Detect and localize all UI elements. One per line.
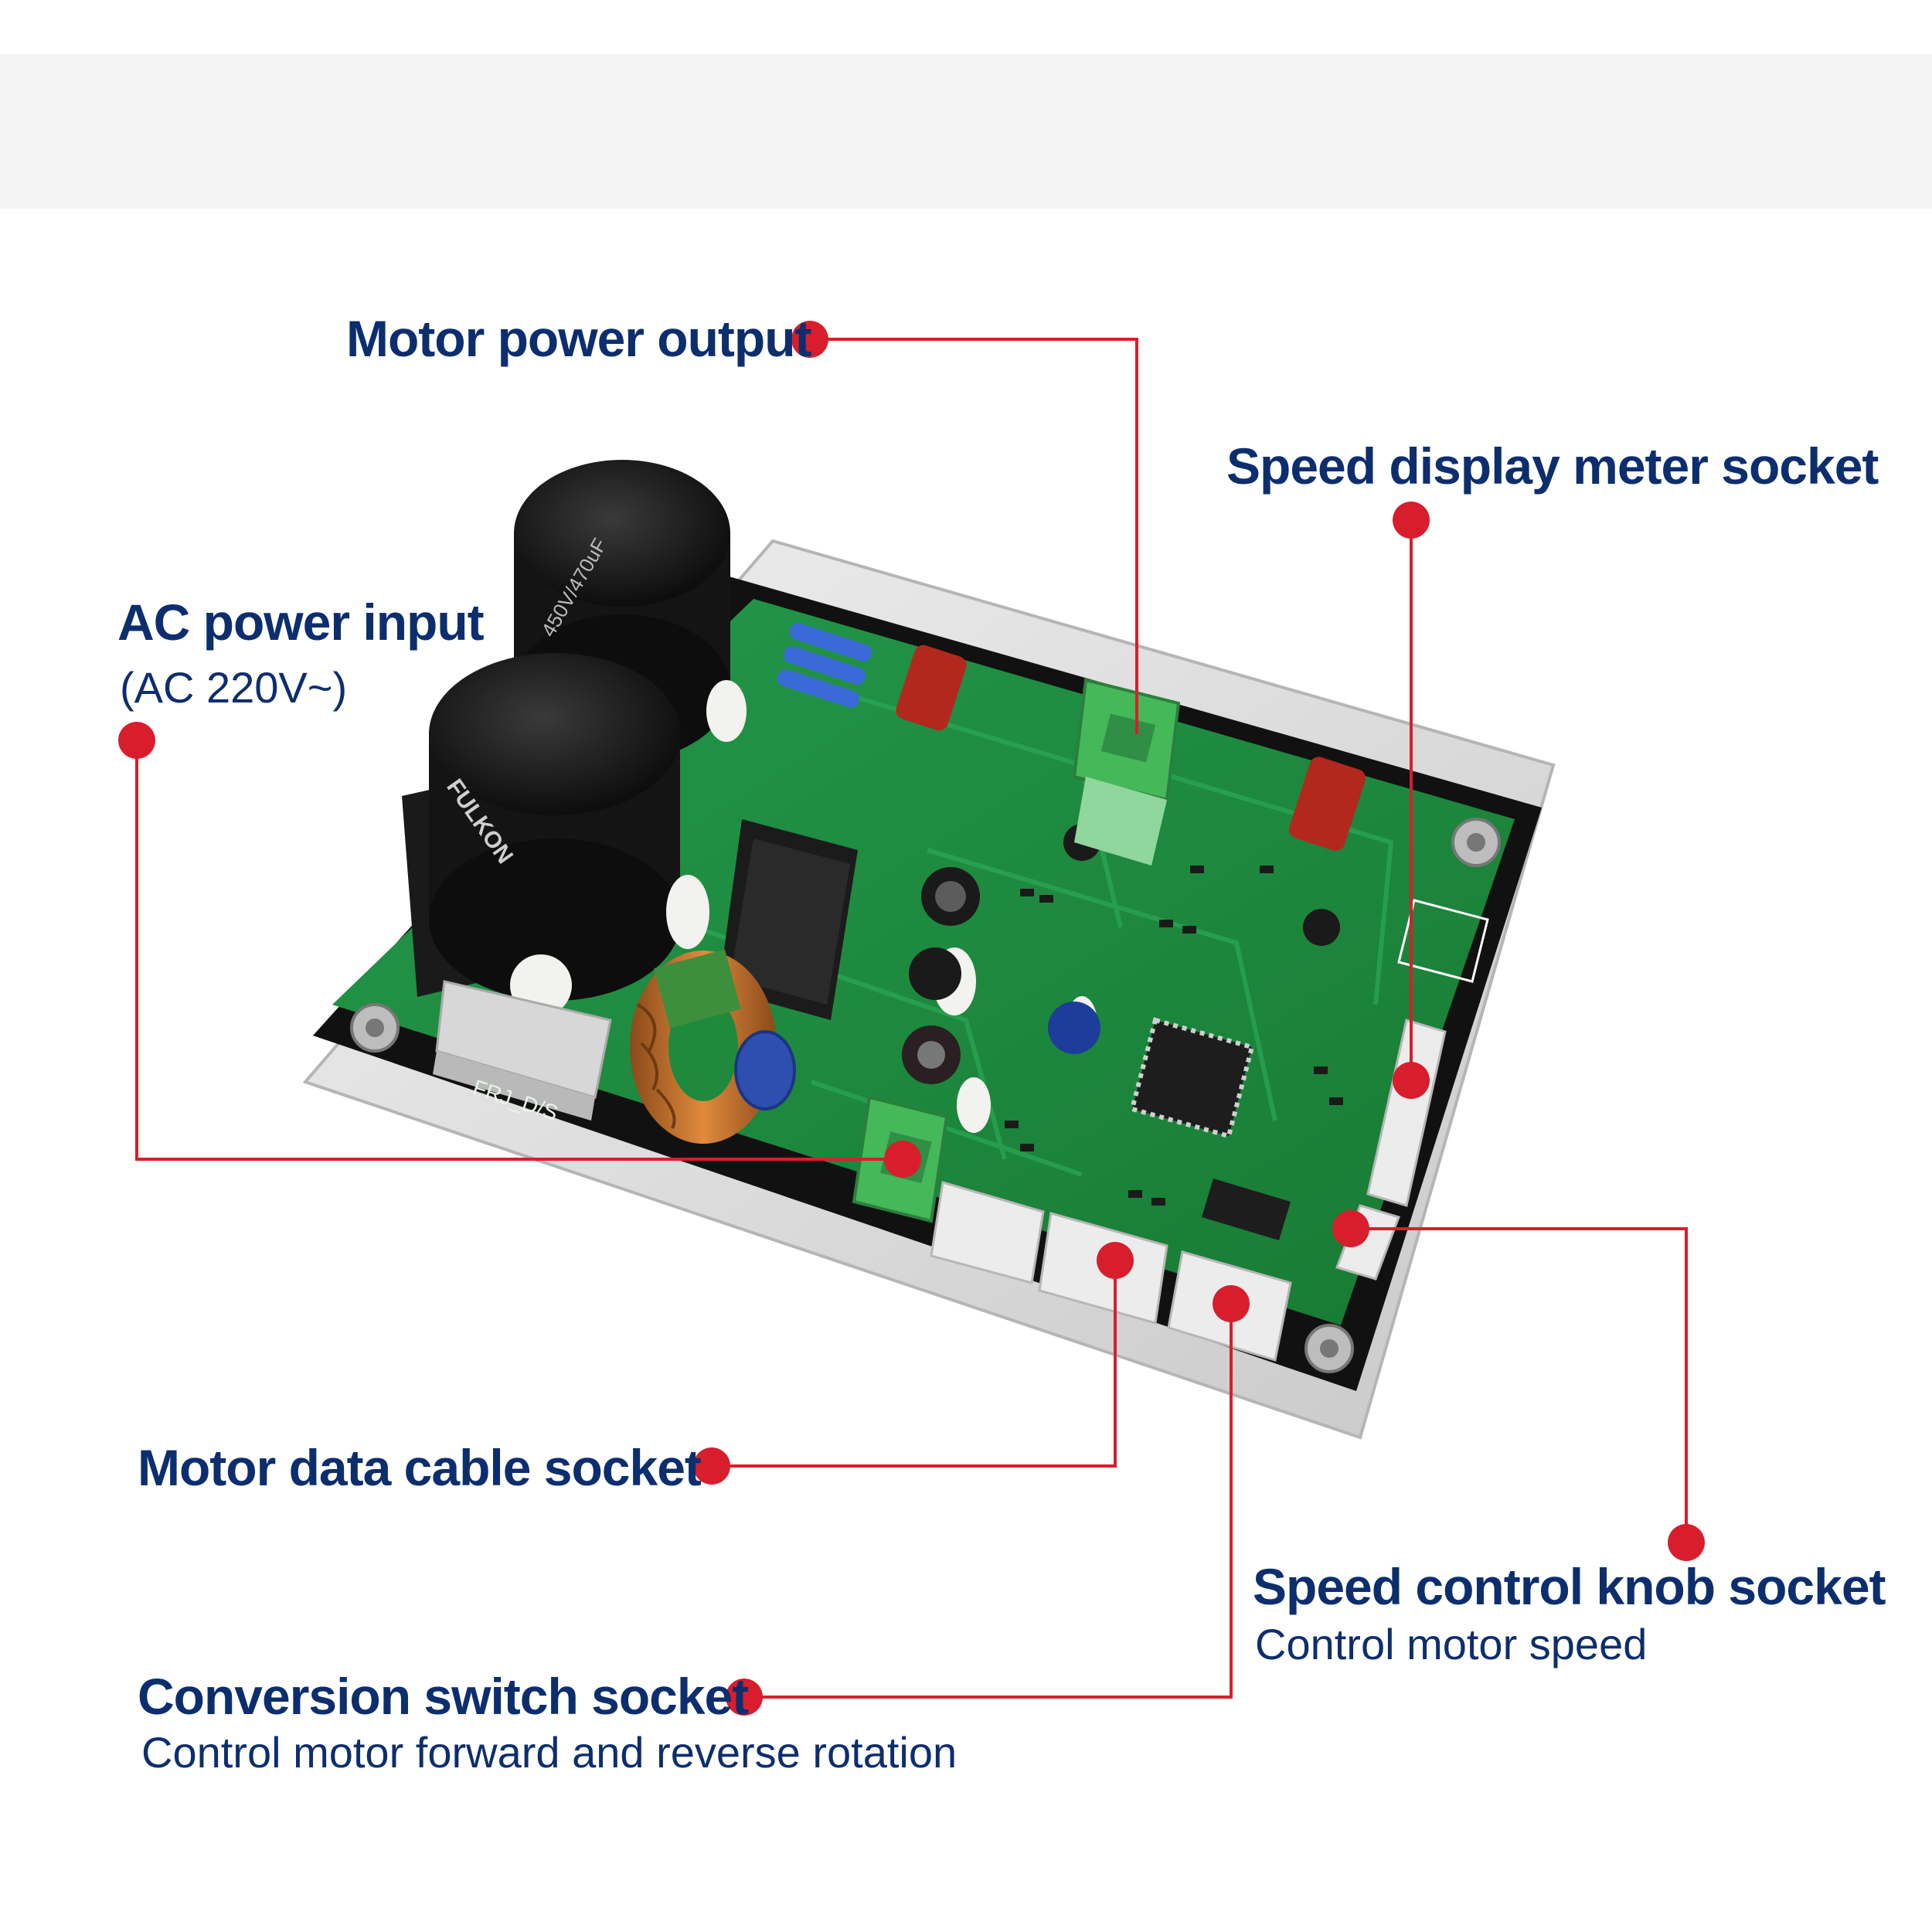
leader-line-speed-control-knob bbox=[1351, 1227, 1688, 1543]
callout-dot-ac-power-input bbox=[118, 722, 155, 759]
capacitor-front: FULKON bbox=[429, 653, 681, 1001]
small-electrolytic-capacitors bbox=[902, 824, 1340, 1084]
white-socket-speed-knob bbox=[1335, 1204, 1400, 1281]
callout-dot-speed-control-knob-target bbox=[1332, 1210, 1369, 1247]
callout-dot-motor-power-output bbox=[791, 321, 828, 358]
callout-dot-speed-display-meter bbox=[1393, 502, 1430, 539]
header-blur-strip bbox=[0, 54, 1932, 209]
callout-dot-ac-power-input-target bbox=[884, 1141, 921, 1178]
leader-line-conversion-switch bbox=[744, 1304, 1233, 1699]
corner-bolt bbox=[1451, 818, 1501, 867]
white-terminal-block bbox=[433, 980, 612, 1121]
corner-bolt bbox=[1304, 1324, 1354, 1373]
resistors bbox=[777, 623, 872, 708]
callout-subtitle-speed-control-knob-socket: Control motor speed bbox=[1255, 1620, 1648, 1668]
callout-dot-conversion-switch-target bbox=[1213, 1285, 1250, 1322]
callout-title-speed-control-knob-socket: Speed control knob socket bbox=[1253, 1558, 1886, 1615]
callout-dot-motor-data-cable bbox=[693, 1447, 730, 1485]
callout-dot-speed-display-meter-target bbox=[1393, 1062, 1430, 1099]
callout-subtitle-ac-power-input: (AC 220V~) bbox=[120, 663, 348, 712]
callout-dot-motor-data-cable-target bbox=[1097, 1242, 1134, 1279]
corner-bolt bbox=[350, 1003, 400, 1053]
callout-title-motor-power-output: Motor power output bbox=[346, 310, 812, 367]
leader-line-motor-data-cable bbox=[712, 1260, 1117, 1468]
callout-dot-speed-control-knob bbox=[1668, 1524, 1705, 1561]
white-socket-speed-meter bbox=[1366, 1019, 1447, 1207]
callout-subtitle-conversion-switch-socket: Control motor forward and reverse rotati… bbox=[141, 1728, 957, 1777]
smd-components bbox=[1005, 866, 1343, 1206]
callout-dots bbox=[118, 321, 1705, 1716]
callout-title-ac-power-input: AC power input bbox=[117, 594, 485, 651]
callout-title-motor-data-cable-socket: Motor data cable socket bbox=[138, 1439, 702, 1496]
film-capacitor-right bbox=[1288, 757, 1366, 851]
toroid-inductor bbox=[630, 949, 777, 1144]
microcontroller-chip bbox=[1129, 1017, 1255, 1139]
film-capacitor-left bbox=[896, 645, 967, 731]
callout-dot-conversion-switch bbox=[726, 1679, 763, 1716]
motor-driver-board: 450V/470uF FULKON bbox=[302, 460, 1556, 1440]
jumper-grid bbox=[1397, 899, 1489, 983]
white-socket-left bbox=[930, 1181, 1045, 1284]
callout-title-conversion-switch-socket: Conversion switch socket bbox=[138, 1668, 749, 1725]
leader-lines bbox=[135, 338, 1688, 1699]
callout-title-speed-display-meter-socket: Speed display meter socket bbox=[1226, 437, 1879, 495]
y-capacitor bbox=[734, 1030, 796, 1111]
leader-line-motor-power-output bbox=[810, 338, 1138, 734]
motor-power-connector bbox=[1072, 678, 1181, 866]
secondary-chip bbox=[1202, 1179, 1291, 1240]
leader-line-ac-power-input bbox=[135, 740, 903, 1161]
relay bbox=[719, 819, 858, 1020]
